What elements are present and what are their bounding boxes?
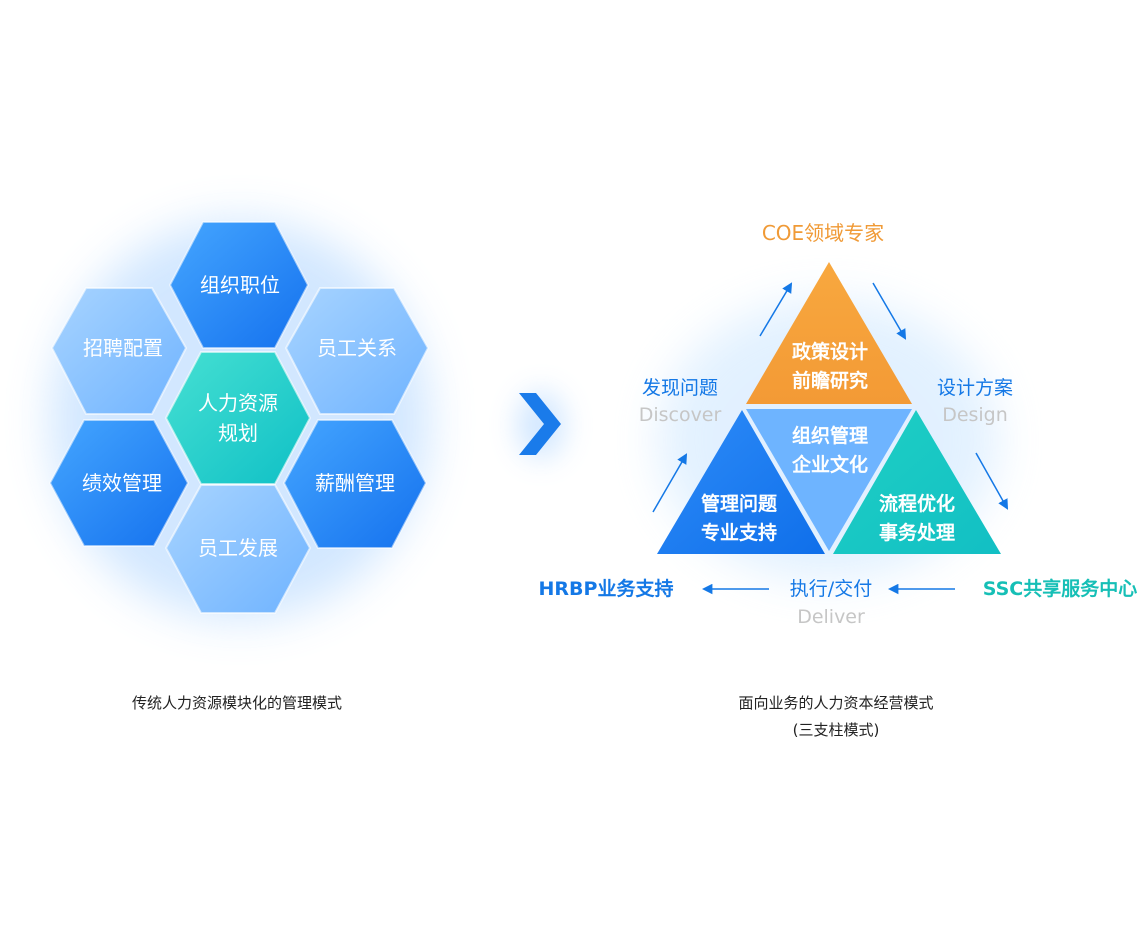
arrow-up-right — [759, 282, 793, 337]
hex-center-label-1: 人力资源 — [198, 391, 278, 415]
left-caption: 传统人力资源模块化的管理模式 — [132, 694, 342, 712]
flow-arrows — [652, 282, 1009, 595]
triangle-top-label-2: 前瞻研究 — [792, 369, 868, 392]
hex-upper-left-label: 招聘配置 — [83, 336, 163, 360]
hex-bottom-label: 员工发展 — [198, 536, 278, 560]
triangle-top-coe: 政策设计 前瞻研究 — [746, 262, 912, 404]
chevron-right-icon — [517, 391, 565, 459]
triangle-right-label-1: 流程优化 — [879, 492, 955, 515]
hex-recruitment: 招聘配置 — [50, 287, 188, 415]
hex-employee-relations: 员工关系 — [284, 287, 430, 415]
arrow-down-right-top — [872, 282, 907, 340]
hex-lower-right-label: 薪酬管理 — [315, 471, 395, 495]
design-cn-label: 设计方案 — [937, 377, 1013, 399]
hex-performance: 绩效管理 — [48, 419, 190, 547]
discover-cn-label: 发现问题 — [642, 377, 718, 399]
hrbp-label: HRBP业务支持 — [539, 577, 674, 600]
triangle-top-label-1: 政策设计 — [792, 340, 868, 363]
triangle-center-label-1: 组织管理 — [792, 424, 868, 447]
hex-employee-development: 员工发展 — [164, 484, 312, 614]
hex-top-label: 组织职位 — [200, 273, 280, 297]
arrow-up-left — [652, 453, 688, 513]
design-en-label: Design — [942, 404, 1008, 426]
hex-lower-left-label: 绩效管理 — [82, 471, 162, 495]
right-caption-line1: 面向业务的人力资本经营模式 — [738, 694, 933, 712]
hex-organization-position: 组织职位 — [168, 221, 310, 349]
triangle-right-label-2: 事务处理 — [879, 521, 955, 544]
hex-upper-right-label: 员工关系 — [317, 336, 397, 360]
three-pillars-triangle: 政策设计 前瞻研究 组织管理 企业文化 管理问题 专业支持 流程优化 事务处理 — [657, 262, 1001, 580]
hex-compensation: 薪酬管理 — [282, 419, 428, 549]
coe-label: COE领域专家 — [762, 221, 884, 245]
triangle-left-label-1: 管理问题 — [701, 492, 777, 515]
discover-en-label: Discover — [639, 404, 722, 426]
triangle-left-label-2: 专业支持 — [701, 521, 777, 544]
triangle-center: 组织管理 企业文化 — [746, 409, 912, 551]
triangle-right-ssc: 流程优化 事务处理 — [833, 410, 1001, 554]
hex-center-label-2: 规划 — [218, 421, 258, 445]
hexagon-cluster: 组织职位 招聘配置 员工关系 人力资源 规划 绩效管理 薪酬管理 员工发展 — [48, 220, 430, 620]
triangle-left-hrbp: 管理问题 专业支持 — [657, 410, 825, 554]
triangle-center-label-2: 企业文化 — [791, 453, 868, 476]
arrow-down-right-bottom — [975, 452, 1009, 510]
ssc-label: SSC共享服务中心 — [983, 577, 1137, 600]
deliver-en-label: Deliver — [797, 606, 865, 628]
hex-hr-planning: 人力资源 规划 — [164, 351, 312, 485]
deliver-cn-label: 执行/交付 — [790, 578, 872, 600]
right-caption-line2: (三支柱模式) — [793, 721, 880, 739]
